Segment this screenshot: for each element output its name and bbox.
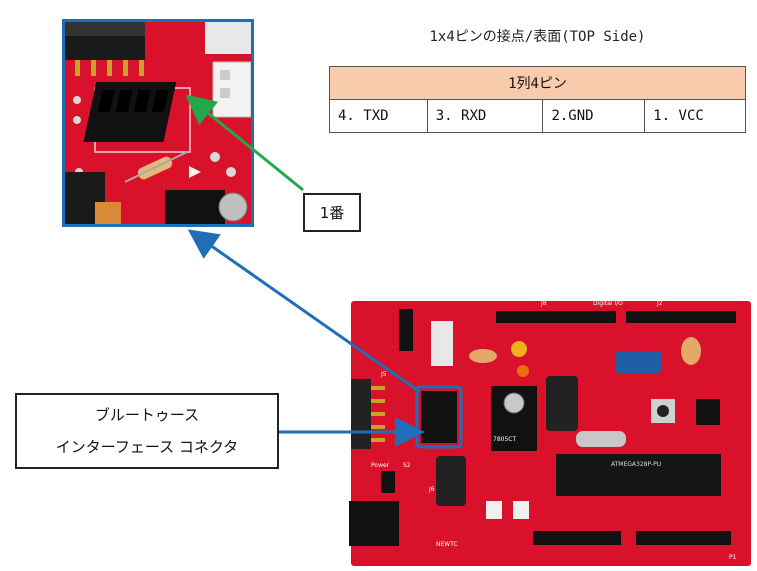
board-mark-j5: J5: [380, 371, 387, 378]
pin1-label-text: 1番: [319, 204, 345, 222]
bluetooth-label-line1: ブルートゥース: [94, 406, 200, 424]
board-mark-mcu: ATMEGA328P-PU: [611, 461, 661, 468]
pin-cell-vcc: 1. VCC: [644, 99, 746, 133]
pin-cell-rxd: 3. RXD: [426, 99, 544, 133]
board-mark-j6: J6: [428, 486, 435, 493]
board-mark-power: Power: [371, 462, 390, 469]
board-mark-7805: 7805CT: [493, 436, 516, 443]
pin-table-title: 1x4ピンの接点/表面(TOP Side): [429, 29, 646, 45]
board-mark-newtc: NEWTC: [436, 541, 458, 548]
pin-table-header: 1列4ピン: [329, 66, 746, 100]
zoomed-connector-photo: [62, 19, 254, 227]
board-mark-j8: J8: [540, 300, 547, 307]
pin-cell-gnd: 2.GND: [542, 99, 646, 133]
board-mark-digital: Digital I/O: [593, 300, 623, 307]
pin-table: 1列4ピン 4. TXD 3. RXD 2.GND 1. VCC: [329, 66, 746, 133]
bluetooth-label-line2: インターフェース コネクタ: [55, 438, 239, 456]
board-mark-s2: S2: [403, 462, 411, 469]
arduino-board-photo: J8 Digital I/O J2 7805CT ATMEGA328P-PU: [341, 291, 752, 571]
bluetooth-connector-label: ブルートゥース インターフェース コネクタ: [15, 393, 279, 469]
board-mark-p1: P1: [729, 554, 737, 561]
board-mark-j2: J2: [656, 300, 663, 307]
pin1-label: 1番: [303, 193, 361, 232]
pin-cell-txd: 4. TXD: [329, 99, 428, 133]
